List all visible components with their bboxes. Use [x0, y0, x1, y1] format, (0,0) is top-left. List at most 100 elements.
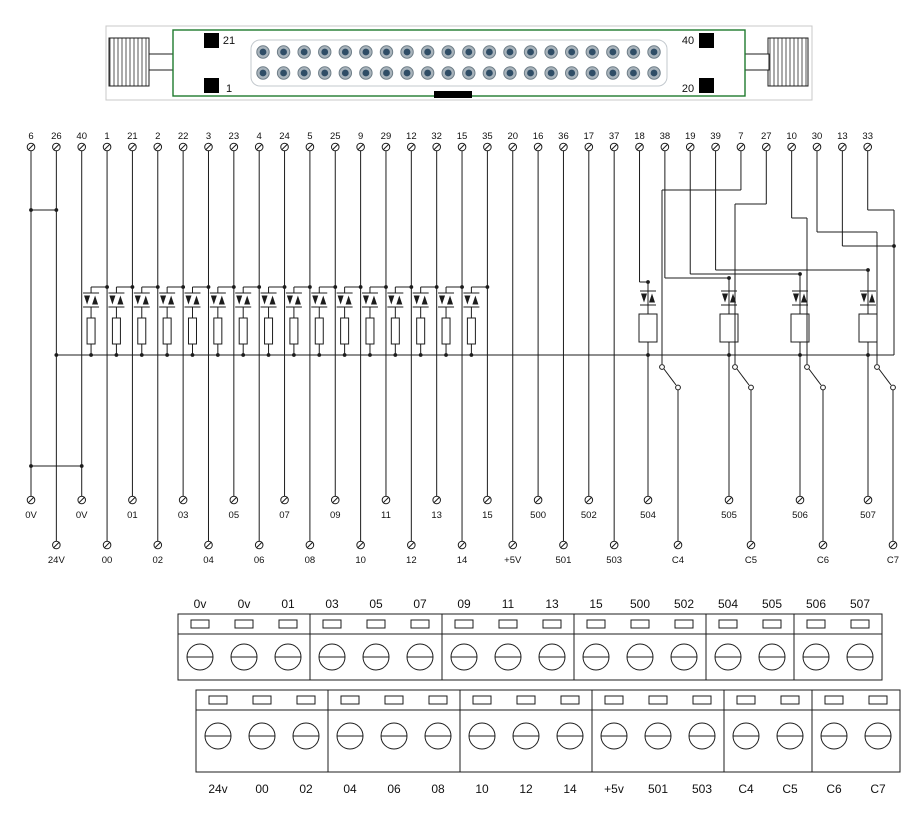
strip-top-label: 07 [413, 597, 427, 611]
clamp-window [366, 619, 386, 629]
terminal-slash [255, 541, 263, 549]
strip-bottom-label: +5v [604, 782, 624, 796]
clamp-window [542, 619, 562, 629]
junction-dot [368, 353, 372, 357]
top-pin-label: 36 [558, 131, 569, 142]
junction-dot [342, 353, 347, 357]
diode-triangle [193, 295, 200, 305]
clamp-window [208, 695, 228, 705]
top-pin-label: 5 [307, 131, 312, 142]
diode-triangle [472, 295, 479, 305]
strip-bottom-label: 24v [208, 782, 227, 796]
diode-triangle [388, 295, 395, 305]
terminal-slash [819, 541, 827, 549]
junction-dot [89, 353, 93, 357]
junction-dot [165, 353, 170, 357]
pin-core [568, 48, 576, 56]
terminal-slash [103, 541, 111, 549]
terminal-slash [534, 143, 542, 151]
resistor [390, 317, 400, 345]
clamp-window [252, 695, 272, 705]
top-pin-label: 32 [431, 131, 442, 142]
junction-dot [190, 353, 195, 357]
terminal-slash [281, 496, 288, 504]
diode-triangle [869, 293, 875, 303]
strip-bottom-label: 12 [519, 782, 533, 796]
strip-bottom-label: 14 [563, 782, 577, 796]
pin-core [300, 69, 308, 77]
contact-arm [878, 368, 892, 386]
strip-top-label: 13 [545, 597, 559, 611]
bottom-terminal-lower-label: 10 [355, 555, 366, 566]
pin-core [280, 69, 287, 77]
resistor [289, 317, 299, 345]
terminal-slash [407, 143, 415, 151]
strip-bottom-label: 00 [255, 782, 269, 796]
pin-core [568, 69, 576, 77]
diode-triangle [337, 295, 344, 305]
strip-top-label: 500 [630, 597, 650, 611]
clamp-window [674, 619, 694, 629]
terminal-slash [610, 143, 618, 151]
top-pin-label: 38 [660, 131, 671, 142]
clamp-window [630, 619, 650, 629]
resistor [264, 317, 274, 345]
terminal-slash [179, 496, 187, 504]
pin-core [300, 48, 308, 56]
top-pin-label: 3 [206, 131, 211, 142]
top-pin-label: 39 [710, 131, 721, 142]
terminal-slash [230, 143, 238, 151]
pin-core [383, 69, 390, 77]
pin-core [588, 69, 596, 77]
top-pin-label: 12 [406, 131, 417, 142]
pin-core [609, 69, 617, 77]
pin-core [321, 69, 329, 77]
terminal-slash [306, 541, 314, 549]
clamp-window [516, 695, 536, 705]
strip-top-label: 507 [850, 597, 870, 611]
cable-clamp-left [108, 37, 150, 87]
top-pin-label: 18 [634, 131, 645, 142]
clamp-window [234, 619, 254, 629]
clamp-window [472, 695, 492, 705]
terminal-slash [129, 143, 136, 151]
diode-triangle [236, 295, 243, 305]
terminal-slash [27, 143, 35, 151]
pin-core [403, 69, 411, 77]
terminal-slash [636, 143, 643, 151]
bottom-terminal-upper-label: 505 [721, 510, 737, 521]
bottom-terminal-upper-label: 01 [127, 510, 138, 521]
terminal-slash [560, 541, 567, 549]
clamp-window [824, 695, 844, 705]
pin-core [609, 48, 617, 56]
junction-dot [646, 353, 650, 357]
clamp-window [322, 619, 342, 629]
top-pin-label: 21 [127, 131, 138, 142]
top-pin-label: 25 [330, 131, 341, 142]
top-pin-label: 20 [507, 131, 518, 142]
terminal-slash [255, 143, 263, 151]
terminal-slash [331, 496, 339, 504]
terminal-slash [129, 496, 136, 504]
resistor [340, 317, 350, 345]
bottom-terminal-lower-label: 503 [606, 555, 622, 566]
polarity-mark [204, 33, 219, 48]
pin-core [444, 69, 452, 77]
diode-triangle [370, 295, 377, 305]
terminal-slash [179, 143, 187, 151]
bottom-terminal-lower-label: C6 [817, 555, 829, 566]
junction-dot [393, 353, 398, 357]
diode-triangle [261, 295, 268, 305]
terminal-slash [509, 143, 517, 151]
clamp-window [762, 619, 782, 629]
top-pin-label: 4 [257, 131, 262, 142]
top-pin-label: 2 [155, 131, 160, 142]
pin-core [506, 48, 514, 56]
terminal-slash [103, 143, 111, 151]
strip-top-label: 0v [238, 597, 251, 611]
top-pin-label: 24 [279, 131, 290, 142]
top-pin-label: 16 [533, 131, 544, 142]
pin-core [547, 48, 555, 56]
clamp-window [296, 695, 316, 705]
